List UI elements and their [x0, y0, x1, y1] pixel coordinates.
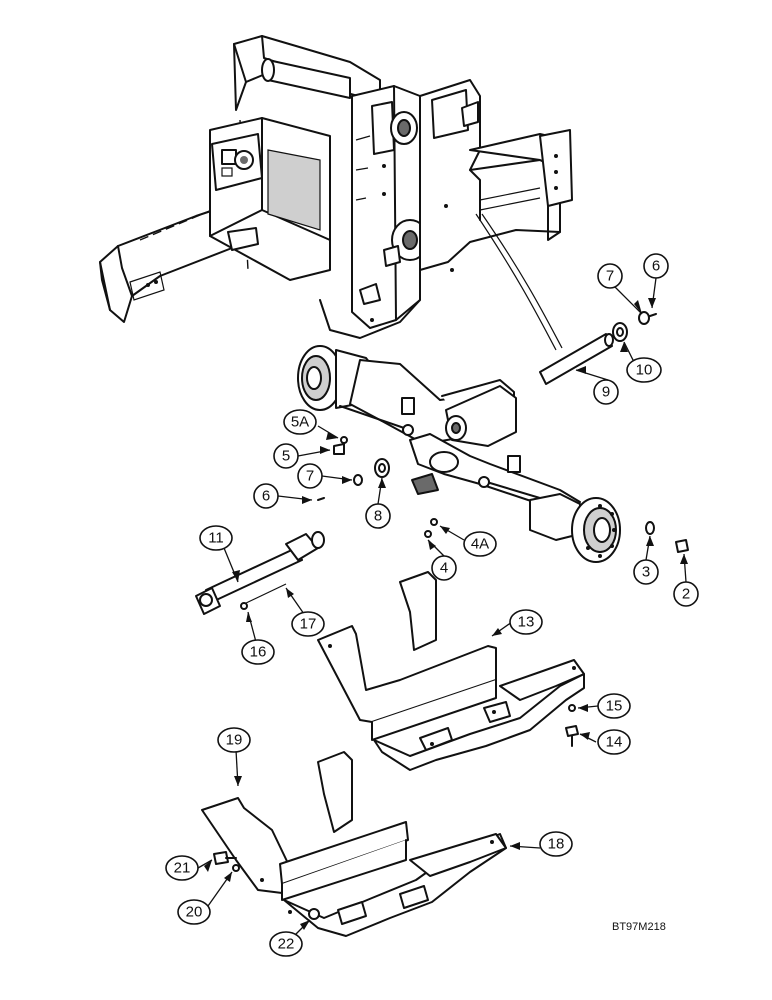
callout-label: 7 — [606, 268, 614, 285]
callout-7-lower: 7 — [297, 463, 323, 489]
callout-label: 10 — [636, 362, 653, 379]
callout-4: 4 — [431, 555, 457, 581]
callout-label: 16 — [250, 644, 267, 661]
callout-20: 20 — [177, 899, 211, 925]
tractor-frame — [99, 35, 573, 351]
callout-8: 8 — [365, 503, 391, 529]
callout-label: 19 — [226, 732, 243, 749]
callout-label: 7 — [306, 468, 314, 485]
callout-label: 4 — [440, 560, 448, 577]
callout-18: 18 — [539, 831, 573, 857]
callout-label: 3 — [642, 564, 650, 581]
front-axle-assembly — [297, 311, 689, 563]
belly-guard-lower — [201, 751, 507, 937]
callout-label: 13 — [518, 614, 535, 631]
leader-lines — [197, 277, 688, 935]
callout-label: 14 — [606, 734, 623, 751]
callout-10: 10 — [626, 357, 662, 383]
callout-19: 19 — [217, 727, 251, 753]
callout-label: 4A — [471, 536, 489, 553]
callout-2: 2 — [673, 581, 699, 607]
callout-label: 5 — [282, 448, 290, 465]
callout-label: 6 — [262, 488, 270, 505]
callout-label: 6 — [652, 258, 660, 275]
callout-label: 15 — [606, 698, 623, 715]
callout-21: 21 — [165, 855, 199, 881]
callout-17: 17 — [291, 611, 325, 637]
callout-label: 20 — [186, 904, 203, 921]
callout-7-upper: 7 — [597, 263, 623, 289]
callout-9: 9 — [593, 379, 619, 405]
callout-label: 22 — [278, 936, 295, 953]
callout-3: 3 — [633, 559, 659, 585]
callout-6-lower: 6 — [253, 483, 279, 509]
callout-22: 22 — [269, 931, 303, 957]
callout-label: 17 — [300, 616, 317, 633]
callout-15: 15 — [597, 693, 631, 719]
callout-6-upper: 6 — [643, 253, 669, 279]
belly-guard-upper — [317, 571, 585, 771]
callout-label: 8 — [374, 508, 382, 525]
drawing-code: BT97M218 — [612, 921, 666, 933]
callout-label: 21 — [174, 860, 191, 877]
callout-label: 18 — [548, 836, 565, 853]
drive-shaft — [195, 531, 325, 615]
callout-label: 11 — [208, 530, 224, 547]
callout-14: 14 — [597, 729, 631, 755]
callout-4A: 4A — [463, 531, 497, 557]
callout-label: 2 — [682, 586, 690, 603]
callout-label: 5A — [291, 414, 309, 431]
callout-label: 9 — [602, 384, 610, 401]
callout-5A: 5A — [283, 409, 317, 435]
callout-11: 11 — [199, 525, 233, 551]
callout-5: 5 — [273, 443, 299, 469]
callout-16: 16 — [241, 639, 275, 665]
callout-13: 13 — [509, 609, 543, 635]
